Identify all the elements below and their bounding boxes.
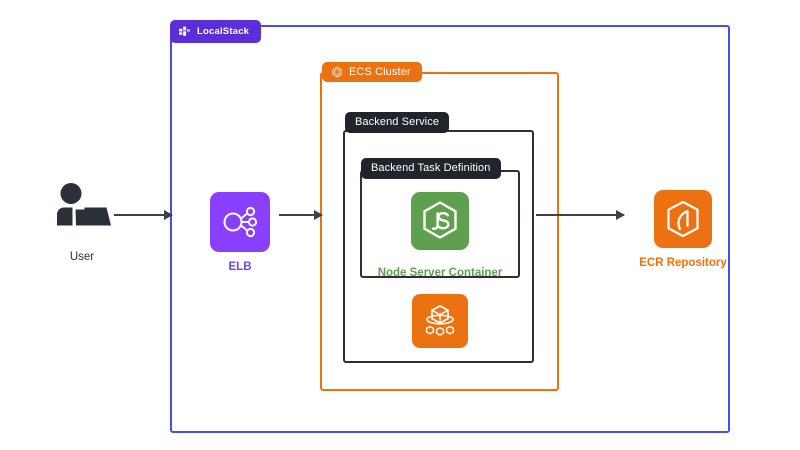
task-definition-group-badge: Backend Task Definition: [361, 158, 501, 179]
ecs-cluster-group-label: ECS Cluster: [349, 65, 411, 78]
ecr-repository-icon: [654, 190, 712, 248]
nodejs-icon: [411, 192, 469, 250]
aws-ecs-icon: [412, 294, 468, 348]
elastic-load-balancer-icon: [210, 192, 270, 252]
arrow-user-to-elb: [114, 214, 172, 216]
node-node-server-container-label: Node Server Container: [377, 267, 503, 279]
task-definition-group-label: Backend Task Definition: [371, 162, 491, 174]
node-ecs-task[interactable]: [412, 294, 468, 348]
node-user: User: [42, 182, 122, 265]
ecs-cluster-icon: [331, 66, 343, 78]
localstack-group-label: LocalStack: [197, 25, 250, 37]
localstack-group-badge: LocalStack: [170, 20, 262, 43]
arrow-backend-service-to-ecr: [536, 214, 624, 216]
localstack-group-box: [170, 25, 730, 433]
node-ecr-repository-label: ECR Repository: [639, 257, 727, 269]
node-node-server-container[interactable]: Node Server Container: [378, 192, 502, 279]
backend-service-group-label: Backend Service: [355, 116, 440, 128]
ecs-cluster-group-badge: ECS Cluster: [322, 62, 422, 82]
node-elb-label: ELB: [228, 261, 252, 273]
node-ecr-repository[interactable]: ECR Repository: [623, 190, 743, 271]
backend-service-group-badge: Backend Service: [345, 112, 450, 133]
node-elb[interactable]: ELB: [209, 192, 271, 275]
user-laptop-icon: [51, 182, 113, 239]
arrow-elb-to-ecs-cluster: [279, 214, 322, 216]
node-user-label: User: [69, 251, 95, 263]
ecs-cluster-group-box: [320, 72, 559, 391]
localstack-logo-icon: [178, 25, 191, 38]
